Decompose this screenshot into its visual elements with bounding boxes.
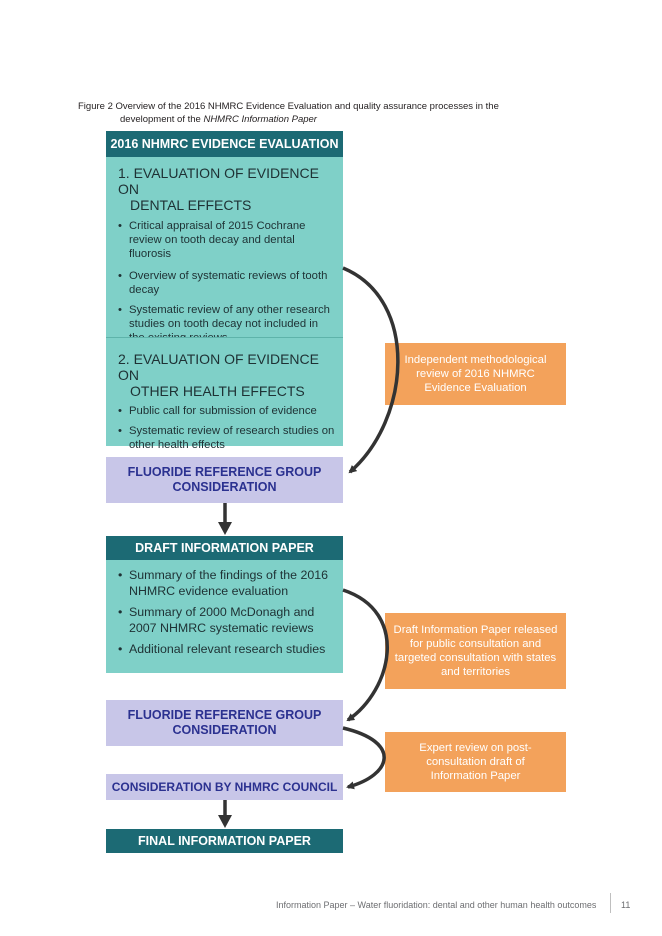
section1-title-line1: 1. EVALUATION OF EVIDENCE ON (118, 165, 319, 197)
section1-bullet: Critical appraisal of 2015 Cochrane revi… (118, 219, 335, 262)
curve-arrow-draft-to-frg (342, 588, 390, 722)
down-arrowhead-frg-to-draft (218, 522, 232, 535)
caption-line2-prefix: development of the (120, 113, 204, 125)
section1-title: 1. EVALUATION OF EVIDENCE ON DENTAL EFFE… (118, 165, 335, 213)
draft-bullet: Summary of 2000 McDonagh and 2007 NHMRC … (118, 604, 337, 636)
section1-bullet: Overview of systematic reviews of tooth … (118, 269, 335, 297)
section1-title-line2: DENTAL EFFECTS (130, 197, 252, 213)
section2-title: 2. EVALUATION OF EVIDENCE ON OTHER HEALT… (118, 351, 335, 399)
footer-text: Information Paper – Water fluoridation: … (276, 900, 597, 910)
public-consultation-box: Draft Information Paper released for pub… (385, 613, 566, 689)
other-health-effects-box: 2. EVALUATION OF EVIDENCE ON OTHER HEALT… (106, 338, 343, 451)
caption-line1: Figure 2 Overview of the 2016 NHMRC Evid… (78, 101, 499, 112)
draft-bullet: Summary of the findings of the 2016 NHMR… (118, 567, 337, 599)
fluoride-reference-group-2: FLUORIDE REFERENCE GROUP CONSIDERATION (106, 700, 343, 746)
nhmrc-council-box: CONSIDERATION BY NHMRC COUNCIL (106, 774, 343, 800)
section2-bullet: Systematic review of research studies on… (118, 424, 335, 452)
final-paper-box: FINAL INFORMATION PAPER (106, 829, 343, 853)
draft-paper-box: Summary of the findings of the 2016 NHMR… (106, 560, 343, 673)
evaluation-header: 2016 NHMRC EVIDENCE EVALUATION (106, 131, 343, 157)
section2-bullet: Public call for submission of evidence (118, 404, 335, 418)
page-number: 11 (621, 900, 631, 910)
section-divider (106, 337, 343, 338)
fluoride-reference-group-1: FLUORIDE REFERENCE GROUP CONSIDERATION (106, 457, 343, 503)
caption-line2-italic: NHMRC Information Paper (203, 113, 317, 125)
independent-review-box: Independent methodological review of 201… (385, 343, 566, 405)
draft-bullet: Additional relevant research studies (118, 641, 337, 657)
footer-divider (610, 893, 611, 913)
section2-title-line1: 2. EVALUATION OF EVIDENCE ON (118, 351, 319, 383)
draft-paper-header: DRAFT INFORMATION PAPER (106, 536, 343, 560)
down-arrowhead-council-to-final (218, 815, 232, 828)
curve-arrow-evaluation-to-frg (342, 266, 400, 474)
dental-effects-box: 1. EVALUATION OF EVIDENCE ON DENTAL EFFE… (106, 157, 343, 344)
section2-title-line2: OTHER HEALTH EFFECTS (130, 383, 305, 399)
figure-caption: Figure 2 Overview of the 2016 NHMRC Evid… (78, 101, 578, 126)
expert-review-box: Expert review on post-consultation draft… (385, 732, 566, 792)
curve-arrow-frg-to-council (342, 726, 386, 790)
